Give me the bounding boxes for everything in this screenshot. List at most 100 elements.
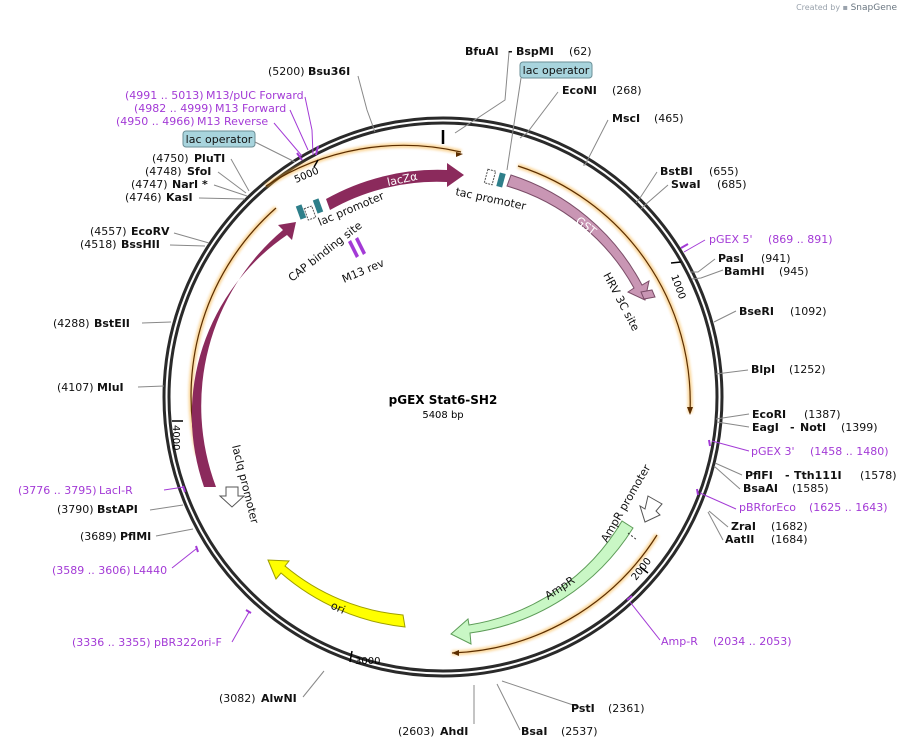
snapgene-logo-icon: ▪ (842, 3, 849, 12)
site-pos: (268) (612, 84, 642, 97)
primer-name: LacI-R (99, 484, 133, 497)
site-pos: (4746) (125, 191, 162, 204)
primer-range: (4982 .. 4999) (134, 102, 213, 115)
site-name: KasI (166, 191, 193, 204)
backbone-outer (162, 116, 724, 678)
primer-ticks (182, 145, 711, 614)
plasmid-length: 5408 bp (422, 410, 463, 421)
primer-name: M13 Reverse (197, 115, 268, 128)
primer-range: (4991 .. 5013) (125, 89, 204, 102)
laci-label: lacI (210, 329, 227, 351)
site-name: EagI (752, 421, 779, 434)
site-pos: (3082) (219, 692, 256, 705)
lac-operator-box-left[interactable]: lac operator (182, 130, 296, 163)
primer-name: pBR322ori-F (154, 636, 222, 649)
site-pos: (4557) (90, 225, 127, 238)
site-name: EcoRV (131, 225, 170, 238)
site-name: BseRI (739, 305, 774, 318)
primer-range: (4950 .. 4966) (116, 115, 195, 128)
site-pos: (4747) (131, 178, 168, 191)
site-name: ZraI (731, 520, 756, 533)
site-name: AhdI (440, 725, 468, 738)
site-dash: - (785, 469, 790, 482)
primer-range: (2034 .. 2053) (713, 635, 792, 648)
site-name: PflMI (120, 530, 151, 543)
primer-range: (1625 .. 1643) (809, 501, 888, 514)
backbone-inner (167, 121, 719, 673)
site-name: Bsu36I (308, 65, 350, 78)
site-pos: (4107) (57, 381, 94, 394)
site-pos: (941) (761, 252, 791, 265)
site-name: BstBI (660, 165, 693, 178)
primer-range: (1458 .. 1480) (810, 445, 889, 458)
site-name: PflFI (745, 469, 773, 482)
lac-operator-box-top[interactable]: lac operator (506, 61, 593, 171)
site-pos: (1252) (789, 363, 826, 376)
feature-operators (295, 168, 506, 258)
site-name: BamHI (724, 265, 765, 278)
site-name: MscI (612, 112, 640, 125)
feature-ori[interactable]: ori (267, 559, 406, 628)
primer-range: (3776 .. 3795) (18, 484, 97, 497)
site-pos: (4288) (53, 317, 90, 330)
primer-range: (869 .. 891) (768, 233, 833, 246)
site-labels: (5200) Bsu36I BfuAI - BspMI (62) EcoNI (… (53, 45, 897, 738)
site-name: NarI * (172, 178, 208, 191)
site-name: BfuAI (465, 45, 499, 58)
site-name: AatII (725, 533, 754, 546)
site-pos: (3689) (80, 530, 117, 543)
site-pos: (4750) (152, 152, 189, 165)
primer-range: (3336 .. 3355) (72, 636, 151, 649)
site-name: NotI (800, 421, 826, 434)
watermark-created-by: Created by (796, 3, 841, 12)
site-name: Tth111I (794, 469, 842, 482)
site-name: AlwNI (261, 692, 297, 705)
feature-lacz-alpha[interactable]: lacZα (326, 163, 464, 210)
site-pos: (1682) (771, 520, 808, 533)
feature-laci[interactable]: lacI (191, 222, 296, 487)
site-name: PstI (571, 702, 595, 715)
feature-hrv-3c[interactable] (640, 289, 656, 300)
watermark-brand: SnapGene (850, 3, 897, 13)
primer-labels: (4991 .. 5013) M13/pUC Forward (4982 .. … (18, 89, 889, 649)
snapgene-watermark: Created by ▪ SnapGene (796, 3, 897, 13)
site-name: PasI (718, 252, 744, 265)
lac-operator-left-label: lac operator (186, 133, 253, 146)
feature-ampr-promoter[interactable] (639, 495, 663, 523)
primer-name: pBRforEco (739, 501, 796, 514)
site-pos: (1578) (860, 469, 897, 482)
ori-label: ori (329, 599, 347, 617)
site-pos: (655) (709, 165, 739, 178)
site-pos: (2603) (398, 725, 435, 738)
site-name: BstEII (94, 317, 130, 330)
primer-range: (3589 .. 3606) (52, 564, 131, 577)
site-pos: (5200) (268, 65, 305, 78)
site-pos: (2537) (561, 725, 598, 738)
site-name: BssHII (121, 238, 160, 251)
primer-name: M13/pUC Forward (206, 89, 304, 102)
site-pos: (1399) (841, 421, 878, 434)
feature-laciq-promoter[interactable] (218, 486, 246, 508)
site-name: BsaI (521, 725, 547, 738)
site-name: BlpI (751, 363, 775, 376)
site-name: BstAPI (97, 503, 138, 516)
site-pos: (62) (569, 45, 592, 58)
site-name: SwaI (671, 178, 701, 191)
primer-name: M13 Forward (215, 102, 286, 115)
primer-name: pGEX 3' (751, 445, 795, 458)
site-name: MluI (97, 381, 124, 394)
primer-name: L4440 (133, 564, 167, 577)
tick-3000: 3000 (355, 656, 380, 667)
site-pos: (465) (654, 112, 684, 125)
site-name: BsaAI (743, 482, 778, 495)
site-pos: (1684) (771, 533, 808, 546)
site-name: EcoRI (752, 408, 786, 421)
site-pos: (685) (717, 178, 747, 191)
site-dash: - (790, 421, 795, 434)
lac-operator-top-label: lac operator (523, 64, 590, 77)
primer-name: Amp-R (661, 635, 698, 648)
plasmid-name: pGEX Stat6-SH2 (389, 393, 498, 407)
site-pos: (1585) (792, 482, 829, 495)
tick-1000: 1000 (668, 273, 687, 301)
